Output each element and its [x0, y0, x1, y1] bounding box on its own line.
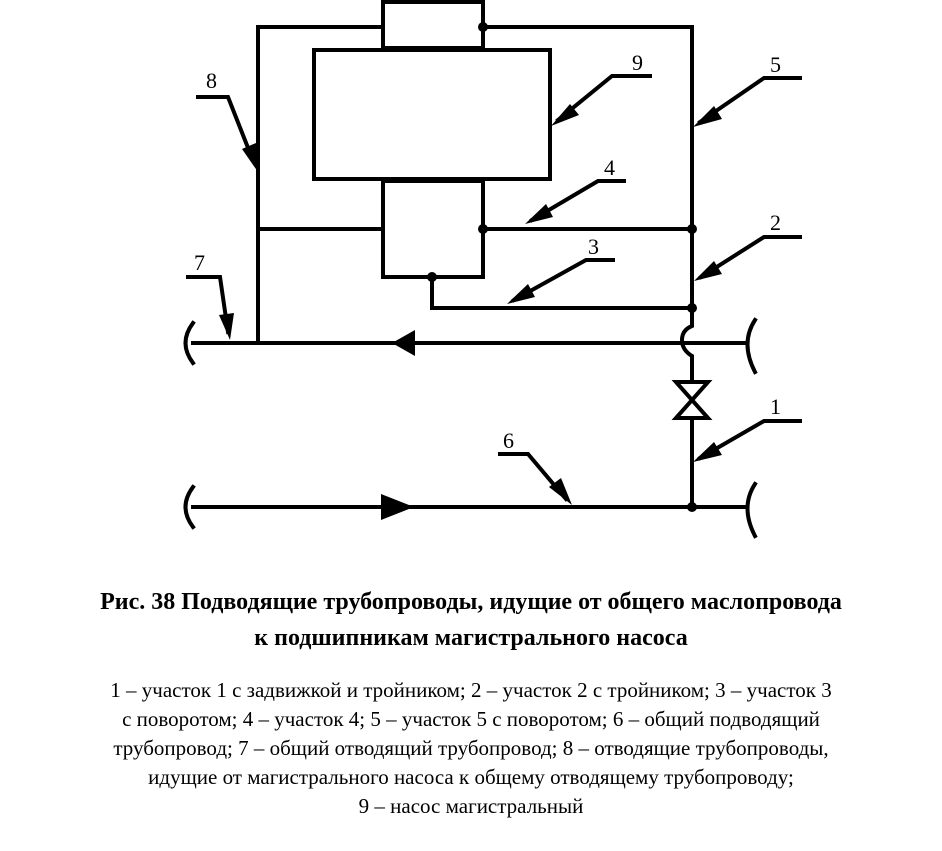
flow-arrow-left-icon: [392, 330, 415, 356]
junction-dot: [478, 22, 488, 32]
junction-dot: [427, 272, 437, 282]
legend-line-3: трубопровод; 7 – общий отводящий трубопр…: [113, 736, 829, 760]
drain-line-upper: [256, 25, 385, 345]
leader-8: [196, 95, 255, 161]
label-6: 6: [503, 428, 514, 453]
legend-line-2: с поворотом; 4 – участок 4; 5 – участок …: [122, 707, 820, 731]
return-break-right: [745, 317, 758, 375]
arrowhead-1-icon: [693, 442, 722, 462]
label-2: 2: [770, 210, 781, 235]
arrowhead-3-icon: [507, 284, 535, 304]
arrowhead-5-icon: [693, 106, 722, 127]
junction-dot: [478, 224, 488, 234]
flow-arrow-right-icon: [381, 494, 414, 520]
supply-crossover: [679, 306, 694, 382]
junction-dot: [687, 502, 697, 512]
arrowhead-9-icon: [551, 104, 579, 126]
legend-line-4: идущие от магистрального насоса к общему…: [148, 765, 794, 789]
label-9: 9: [632, 50, 643, 75]
leader-5: [697, 76, 802, 125]
arrowhead-6-icon: [549, 478, 572, 505]
label-1: 1: [770, 394, 781, 419]
junction-dots: [427, 22, 697, 512]
leader-2: [698, 235, 802, 280]
label-4: 4: [604, 155, 615, 180]
leader-7: [186, 275, 231, 335]
leader-9: [555, 74, 652, 123]
junction-dot: [687, 224, 697, 234]
label-8: 8: [206, 68, 217, 93]
gate-valve-icon: [671, 380, 713, 420]
arrowhead-7-icon: [219, 313, 234, 340]
pipeline-schematic: 8 9 5 4 2 3 7 6 1: [183, 0, 802, 539]
pump-body: [312, 48, 552, 181]
figure-caption-line-2: к подшипникам магистрального насоса: [254, 625, 688, 651]
junction-dot: [687, 303, 697, 313]
legend-line-1: 1 – участок 1 с задвижкой и тройником; 2…: [110, 678, 832, 702]
supply-break-right: [745, 481, 758, 539]
figure-caption-line-1: Рис. 38 Подводящие трубопроводы, идущие …: [100, 589, 842, 615]
supply-section-5: [481, 25, 694, 231]
supply-section-3: [430, 275, 694, 310]
legend-line-5: 9 – насос магистральный: [358, 794, 584, 818]
arrowhead-4-icon: [525, 204, 553, 224]
leader-arrowheads: [219, 104, 722, 505]
label-7: 7: [194, 250, 205, 275]
return-break-left: [183, 320, 196, 366]
leader-3: [511, 258, 615, 303]
supply-break-left: [183, 484, 196, 530]
leader-4: [529, 179, 626, 223]
leader-1: [697, 419, 802, 461]
label-5: 5: [770, 52, 781, 77]
arrowhead-2-icon: [694, 261, 722, 281]
pump-upper-bearing: [381, 0, 485, 50]
label-3: 3: [588, 234, 599, 259]
pump-lower-bearing: [381, 179, 485, 279]
arrowhead-8-icon: [242, 143, 258, 172]
